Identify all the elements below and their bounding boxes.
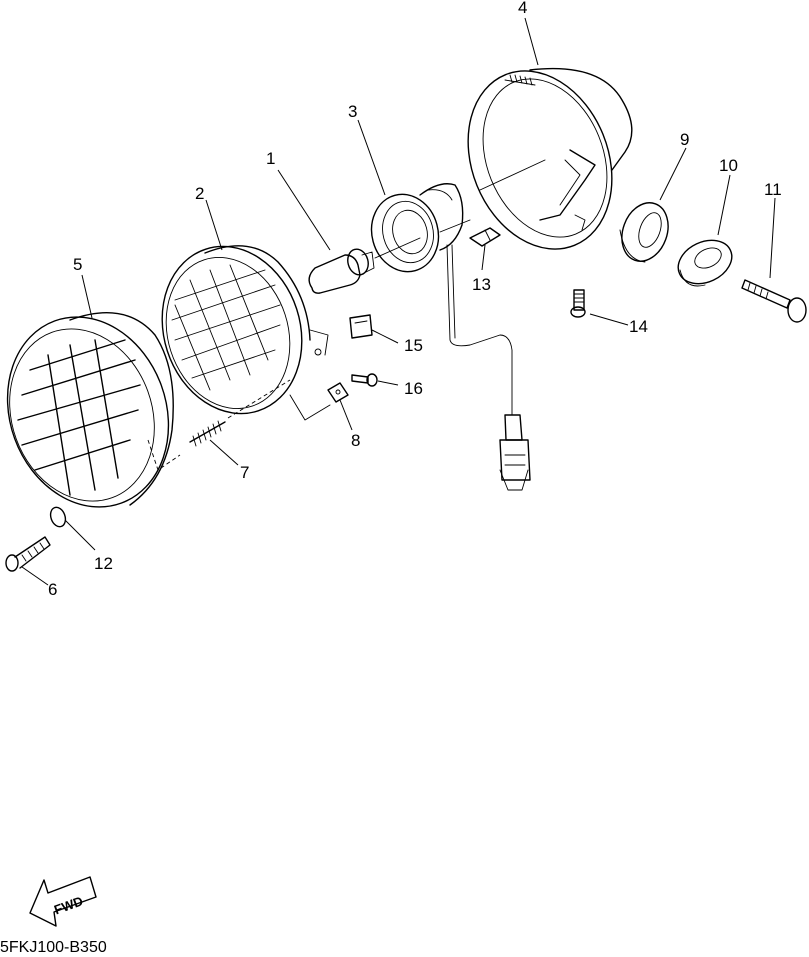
- wire-clip: [469, 227, 501, 247]
- callout-13: 13: [472, 275, 491, 294]
- callout-6: 6: [48, 580, 57, 599]
- callout-9: 9: [680, 130, 689, 149]
- callout-10: 10: [719, 156, 738, 175]
- wiring-harness: [446, 244, 531, 491]
- forward-direction-arrow: FWD: [29, 876, 97, 927]
- callout-11: 11: [764, 180, 782, 199]
- nut-clip: [349, 314, 373, 339]
- callout-16: 16: [404, 379, 423, 398]
- headlight-lens-unit: [161, 245, 331, 421]
- housing-bolt: [570, 289, 586, 318]
- grommet: [619, 202, 669, 263]
- callout-14: 14: [629, 317, 648, 336]
- headlight-guard: [6, 312, 181, 508]
- callout-8: 8: [351, 431, 360, 450]
- headlight-housing: [467, 67, 633, 250]
- leader-lines: [21, 17, 776, 586]
- washer: [49, 506, 67, 528]
- small-screw: [351, 373, 378, 387]
- long-bolt: [741, 279, 807, 323]
- callout-3: 3: [348, 102, 357, 121]
- callout-12: 12: [94, 554, 113, 573]
- bulb: [308, 237, 421, 294]
- mounting-screw: [5, 536, 51, 572]
- callout-1: 1: [266, 149, 275, 168]
- bracket-plate: [327, 382, 349, 403]
- callout-2: 2: [195, 184, 204, 203]
- callout-15: 15: [404, 336, 423, 355]
- callout-4: 4: [518, 0, 527, 17]
- bulb-socket: [370, 183, 471, 273]
- callout-labels: 1 2 3 4 5 6 7 8 9 10 11 12 13 14 15 16: [48, 0, 782, 599]
- callout-7: 7: [240, 463, 249, 482]
- adjusting-screw: [189, 379, 291, 447]
- diagram-code: 5FKJ100-B350: [0, 939, 107, 956]
- rear-cover: [677, 239, 733, 287]
- callout-5: 5: [73, 255, 82, 274]
- fwd-label: FWD: [52, 893, 85, 917]
